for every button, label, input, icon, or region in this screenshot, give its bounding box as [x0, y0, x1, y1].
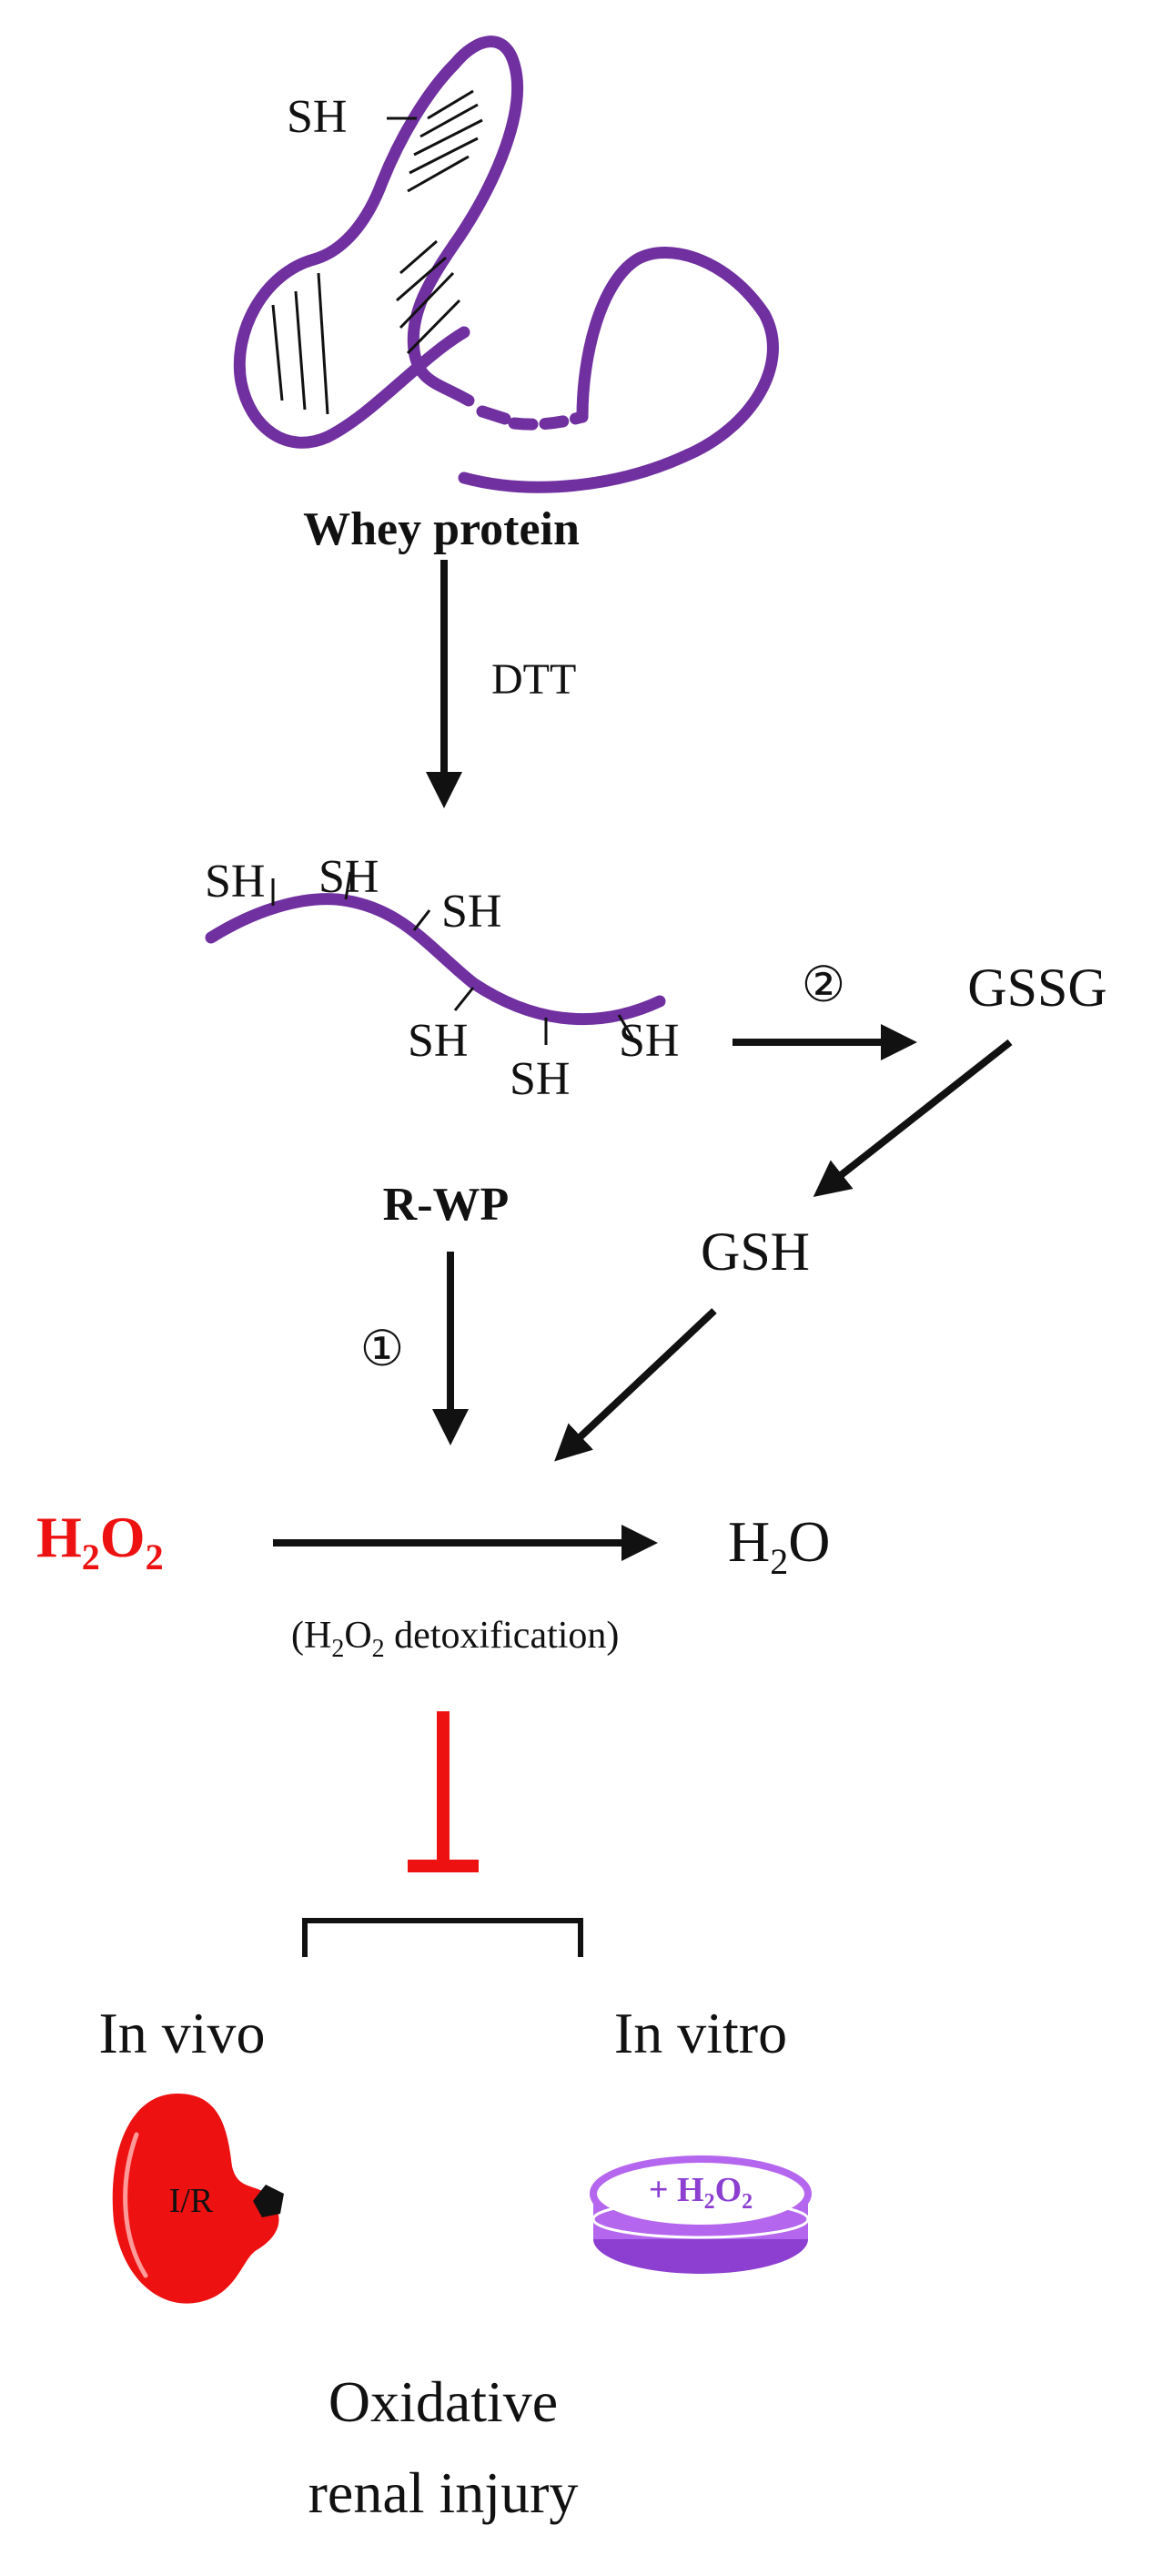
whey-protein-title: Whey protein — [303, 503, 580, 555]
kidney-label: I/R — [169, 2182, 214, 2220]
outcome-line-1: Oxidative — [328, 2369, 558, 2434]
disulfide-hatching — [271, 89, 483, 415]
outcome-bracket — [302, 1918, 583, 1957]
dish-label: + H2O2 — [649, 2171, 753, 2214]
reduced-chain — [205, 893, 666, 1026]
step-two-marker: ② — [802, 958, 845, 1012]
sh-label-3: SH — [441, 886, 501, 938]
whey-protein-structure: SH — [233, 35, 779, 493]
injury-marker-icon — [253, 2185, 284, 2217]
sh-label-5: SH — [510, 1053, 570, 1105]
sh-label-2: SH — [318, 851, 379, 903]
gsh-to-reaction-arrow — [554, 1308, 717, 1462]
gssg-label: GSSG — [967, 958, 1106, 1018]
protein-chain — [233, 35, 523, 449]
gsh-label: GSH — [701, 1222, 810, 1282]
kidney-icon: I/R — [112, 2094, 284, 2304]
in-vivo-label: In vivo — [98, 2001, 265, 2065]
gssg-to-gsh-arrow — [813, 1039, 1013, 1197]
hydrogen-peroxide-label: H2O2 — [36, 1505, 164, 1577]
reduced-protein-structure: SH SH SH SH SH SH — [205, 851, 679, 1105]
inhibition-symbol — [408, 1711, 479, 1872]
water-label: H2O — [728, 1509, 830, 1582]
outcome-line-2: renal injury — [308, 2460, 579, 2525]
protein-chain-dashed — [508, 411, 589, 431]
sh-label-1: SH — [205, 856, 265, 908]
sh-label-4: SH — [408, 1015, 468, 1067]
detoxification-note: (H2O2 detoxification) — [291, 1615, 619, 1663]
rwp-title: R-WP — [383, 1179, 510, 1231]
petri-dish-icon: + H2O2 — [590, 2155, 812, 2274]
protein-chain-tail — [476, 405, 511, 425]
protein-chain-loop — [458, 247, 779, 493]
in-vitro-label: In vitro — [614, 2001, 787, 2065]
sh-label-6: SH — [619, 1015, 679, 1067]
sh-label: SH — [287, 91, 347, 143]
dtt-label: DTT — [491, 655, 576, 704]
sh-ticks — [271, 871, 634, 1045]
step-one-marker: ① — [360, 1322, 404, 1376]
